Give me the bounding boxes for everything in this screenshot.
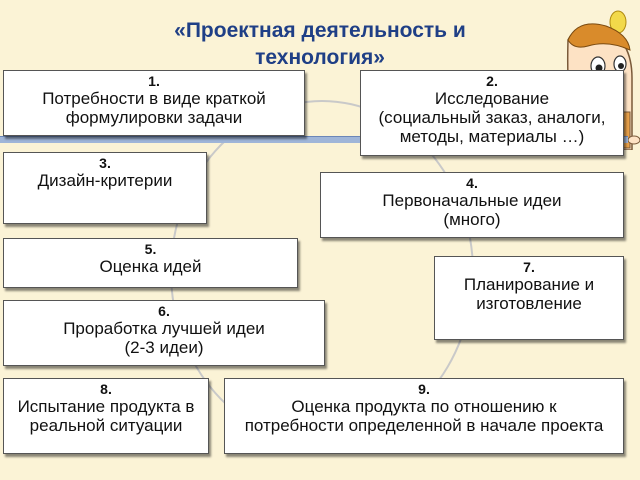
step-2-box: 2. Исследование (социальный заказ, анало… (360, 70, 624, 156)
slide-title: «Проектная деятельность и технология» (110, 18, 530, 71)
step-1-line-2: формулировки задачи (65, 108, 243, 127)
step-2-number: 2. (486, 73, 498, 89)
step-5-box: 5. Оценка идей (3, 238, 298, 288)
step-9-number: 9. (418, 381, 430, 397)
step-9-box: 9. Оценка продукта по отношению к потреб… (224, 378, 624, 454)
step-6-number: 6. (158, 303, 170, 319)
step-7-line-2: изготовление (476, 294, 582, 313)
title-line-1: «Проектная деятельность и (174, 19, 466, 42)
step-6-line-1: Проработка лучшей идеи (63, 319, 265, 338)
step-1-line-1: Потребности в виде краткой (42, 89, 266, 108)
step-3-box: 3. Дизайн-критерии (3, 152, 207, 224)
step-9-line-2: потребности определенной в начале проект… (244, 416, 604, 435)
step-4-box: 4. Первоначальные идеи (много) (320, 172, 624, 238)
step-8-line-1: Испытание продукта в (17, 397, 195, 416)
step-2-line-1: Исследование (434, 89, 550, 108)
step-3-line-1: Дизайн-критерии (37, 171, 173, 190)
header-band (0, 136, 628, 143)
step-2-line-3: методы, материалы …) (399, 127, 585, 146)
step-3-number: 3. (99, 155, 111, 171)
step-7-line-1: Планирование и (463, 275, 595, 294)
step-6-box: 6. Проработка лучшей идеи (2-3 идеи) (3, 300, 325, 366)
step-7-box: 7. Планирование и изготовление (434, 256, 624, 340)
step-8-box: 8. Испытание продукта в реальной ситуаци… (3, 378, 209, 454)
step-1-number: 1. (148, 73, 160, 89)
step-8-line-2: реальной ситуации (29, 416, 183, 435)
step-4-line-1: Первоначальные идеи (382, 191, 562, 210)
step-2-line-2: (социальный заказ, аналоги, (378, 108, 606, 127)
step-9-line-1: Оценка продукта по отношению к (291, 397, 557, 416)
step-1-box: 1. Потребности в виде краткой формулиров… (3, 70, 305, 136)
step-5-line-1: Оценка идей (99, 257, 202, 276)
step-8-number: 8. (100, 381, 112, 397)
step-4-line-2: (много) (443, 210, 501, 229)
step-5-number: 5. (144, 241, 157, 257)
step-6-line-2: (2-3 идеи) (124, 338, 204, 357)
title-line-2: технология» (255, 46, 385, 69)
step-7-number: 7. (523, 259, 535, 275)
step-4-number: 4. (466, 175, 478, 191)
